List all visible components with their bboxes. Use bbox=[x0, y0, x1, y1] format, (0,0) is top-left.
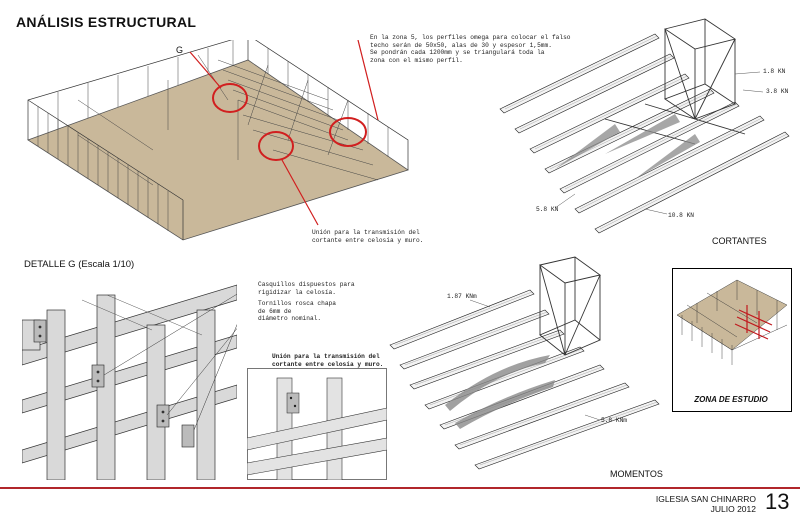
detail-g-drawing bbox=[22, 280, 237, 480]
detail-inset bbox=[247, 368, 387, 480]
momento-value-2: 5.8 KNm bbox=[601, 417, 627, 424]
cortante-value-4: 10.8 KN bbox=[668, 212, 694, 219]
cortantes-label: CORTANTES bbox=[712, 236, 767, 246]
footer-divider bbox=[0, 487, 800, 489]
detail-note-casquillos: Casquillos dispuestos para rigidizar la … bbox=[258, 281, 355, 296]
cortante-value-1: 1.8 KN bbox=[763, 68, 786, 75]
structure-3d-model bbox=[27, 40, 409, 241]
cortante-value-3: 5.8 KN bbox=[536, 206, 559, 213]
marker-g-label: G bbox=[176, 45, 184, 55]
zona-estudio-label: ZONA DE ESTUDIO bbox=[694, 395, 768, 404]
zona-estudio-model bbox=[677, 279, 787, 365]
detail-title: DETALLE G (Escala 1/10) bbox=[24, 259, 135, 270]
page-title: ANÁLISIS ESTRUCTURAL bbox=[16, 14, 197, 30]
note-omega-profiles: En la zona 5, los perfiles omega para co… bbox=[370, 34, 571, 64]
cortantes-diagram bbox=[499, 18, 790, 234]
page-number: 13 bbox=[765, 489, 790, 514]
momento-value-1: 1.87 KNm bbox=[447, 293, 477, 300]
footer-project: IGLESIA SAN CHINARRO bbox=[655, 494, 756, 504]
zona-estudio-box bbox=[672, 268, 792, 412]
momentos-diagram bbox=[389, 256, 660, 470]
cortante-value-2: 3.8 KN bbox=[766, 88, 789, 95]
detail-note-union: Unión para la transmisión del cortante e… bbox=[272, 353, 384, 368]
footer-date: JULIO 2012 bbox=[710, 504, 756, 514]
momentos-label: MOMENTOS bbox=[610, 469, 663, 479]
footer-info: IGLESIA SAN CHINARRO JULIO 2012 bbox=[646, 494, 756, 514]
detail-note-tornillos: Tornillos rosca chapa de 6mm de diámetro… bbox=[258, 300, 336, 323]
note-shear-joint: Unión para la transmisión del cortante e… bbox=[312, 229, 424, 244]
